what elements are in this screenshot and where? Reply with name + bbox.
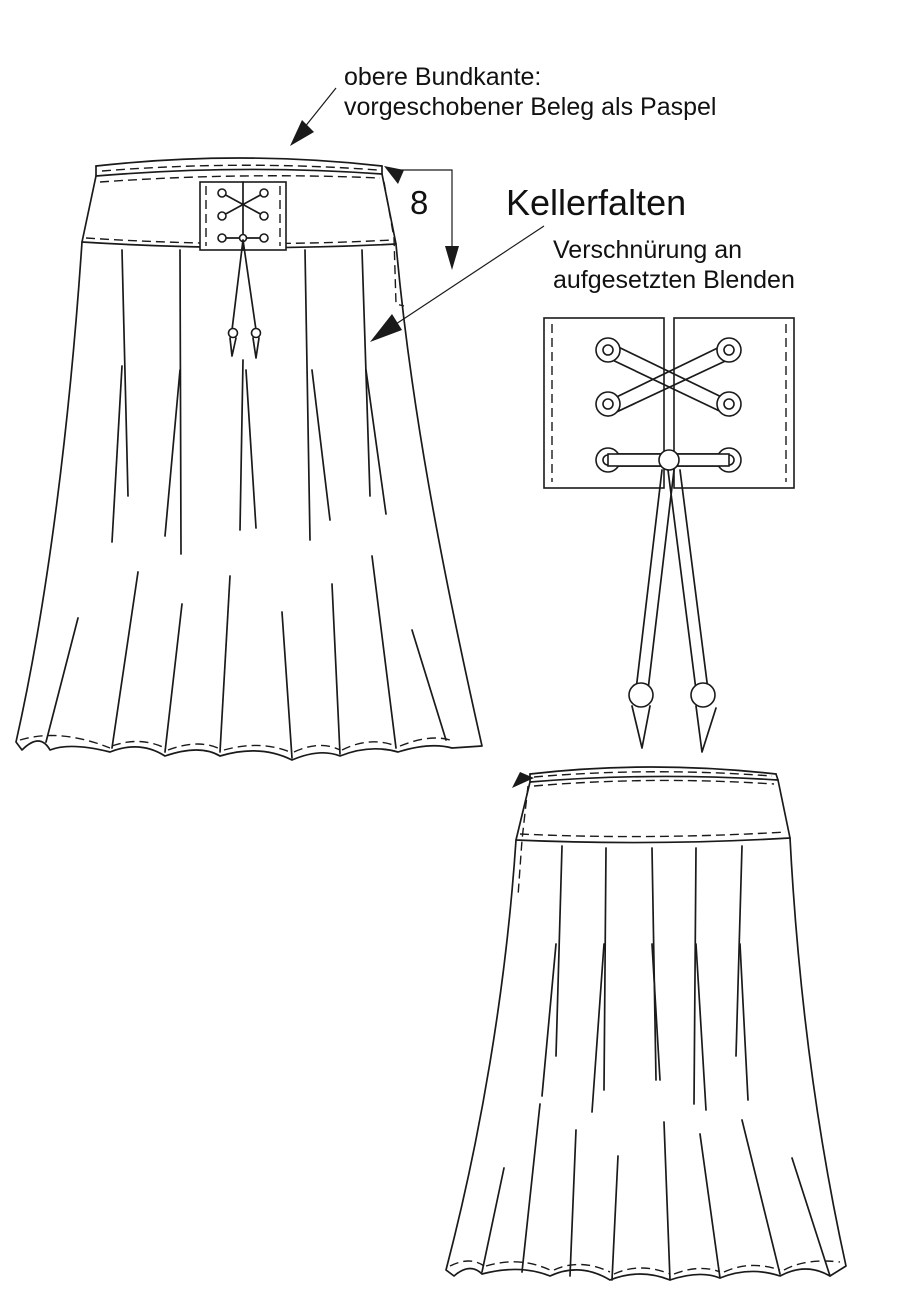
back-skirt	[445, 766, 847, 1281]
label-verschnuerung-line2: aufgesetzten Blenden	[553, 266, 795, 294]
label-measure-8: 8	[410, 184, 429, 221]
label-bundkante-line2: vorgeschobener Beleg als Paspel	[344, 93, 717, 121]
back-yoke	[515, 779, 791, 844]
front-waistband-top-inner	[95, 165, 383, 177]
label-obere-bundkante: obere Bundkante: vorgeschobener Beleg al…	[344, 62, 716, 122]
lacing-detail	[543, 317, 795, 753]
front-waistband-top-edge	[95, 157, 383, 167]
front-skirt-outline	[15, 241, 483, 761]
label-verschnuerung-line1: Verschnürung an	[553, 236, 743, 264]
label-bundkante-line1: obere Bundkante:	[344, 63, 542, 91]
label-verschnuerung: Verschnürung an aufgesetzten Blenden	[553, 235, 795, 295]
front-skirt	[15, 157, 483, 761]
label-kellerfalten: Kellerfalten	[506, 182, 687, 223]
back-waistband-top-edge	[529, 766, 777, 775]
annotation-arrows	[290, 87, 545, 788]
back-skirt-outline	[445, 837, 847, 1281]
